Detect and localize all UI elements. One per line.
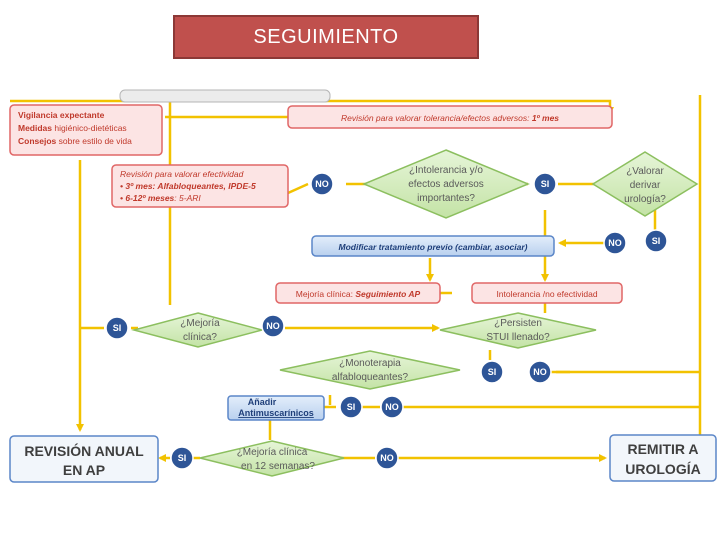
monoterapia-diamond: ¿Monoterapia alfabloqueantes?	[279, 350, 461, 390]
svg-text:SI: SI	[541, 179, 550, 189]
intolerancia-diamond: ¿Intolerancia y/o efectos adversos impor…	[362, 149, 530, 219]
svg-text:Medidas higiénico-dietéticas: Medidas higiénico-dietéticas	[18, 123, 127, 133]
svg-text:SI: SI	[652, 236, 661, 246]
anadir-line2: Antimuscarínicos	[238, 408, 314, 418]
slide-title: SEGUIMIENTO	[173, 15, 479, 59]
answer-si-4: SI	[480, 360, 504, 384]
modificar-tratamiento-box: Modificar tratamiento previo (cambiar, a…	[311, 235, 555, 257]
intolerancia-line3: importantes?	[417, 193, 475, 204]
remitir-line1: REMITIR A	[627, 441, 698, 457]
persisten-diamond: ¿Persisten STUI llenado?	[439, 312, 597, 349]
answer-si-6: SI	[170, 446, 194, 470]
mejoria-line1: ¿Mejoría	[180, 318, 220, 329]
revision-bullet-2-rest: : 5-ARI	[174, 193, 201, 203]
medidas-label: Medidas	[18, 123, 52, 133]
persisten-line1: ¿Persisten	[494, 318, 542, 329]
mejoria-seguimiento-text: Mejoría clínica:	[296, 289, 356, 299]
persisten-line2: STUI llenado?	[486, 332, 550, 343]
answer-no-4: NO	[528, 360, 552, 384]
svg-text:NO: NO	[385, 402, 399, 412]
monoterapia-line1: ¿Monoterapia	[339, 358, 401, 369]
mejoria-12-line1: ¿Mejoría clínica	[237, 447, 308, 458]
valorar-line1: ¿Valorar	[626, 166, 664, 177]
revision-efectividad-box: Revisión para valorar efectividad • 3º m…	[111, 164, 289, 208]
vigilancia-line1: Vigilancia expectante	[18, 110, 105, 120]
monoterapia-line2: alfabloqueantes?	[332, 372, 409, 383]
answer-no-1: NO	[310, 172, 334, 196]
revision-tolerancia-bold: 1º mes	[532, 113, 559, 123]
revision-efectividad-title: Revisión para valorar efectividad	[120, 169, 244, 179]
revision-bullet-1: 3º mes: Alfabloqueantes, IPDE-5	[125, 181, 256, 191]
valorar-derivar-diamond: ¿Valorar derivar urología?	[591, 151, 699, 217]
revision-tolerancia-text: Revisión para valorar tolerancia/efectos…	[341, 113, 532, 123]
svg-text:• 3º mes: Alfabloqueantes, IPD: • 3º mes: Alfabloqueantes, IPDE-5	[120, 181, 256, 191]
svg-text:SI: SI	[488, 367, 497, 377]
intolerancia-no-efectividad-box: Intolerancia /no efectividad	[471, 282, 623, 304]
svg-text:NO: NO	[608, 238, 622, 248]
mejoria-seguimiento-bold: Seguimiento AP	[355, 289, 420, 299]
revision-anual-line2: EN AP	[63, 462, 105, 478]
mejoria-12-line2: en 12 semanas?	[241, 461, 315, 472]
svg-text:Mejoría clínica: Seguimiento A: Mejoría clínica: Seguimiento AP	[296, 289, 421, 299]
svg-text:Consejos sobre estilo de vida: Consejos sobre estilo de vida	[18, 136, 132, 146]
mejoria-diamond: ¿Mejoría clínica?	[131, 312, 265, 348]
answer-si-3: SI	[105, 316, 129, 340]
svg-text:Revisión para valorar toleranc: Revisión para valorar tolerancia/efectos…	[341, 113, 559, 123]
mejoria-12-diamond: ¿Mejoría clínica en 12 semanas?	[199, 440, 345, 477]
answer-no-6: NO	[375, 446, 399, 470]
answer-no-3: NO	[261, 314, 285, 338]
svg-text:NO: NO	[533, 367, 547, 377]
remitir-box: REMITIR A UROLOGÍA	[609, 434, 717, 482]
vigilancia-box: Vigilancia expectante Medidas higiénico-…	[9, 104, 163, 156]
svg-text:SI: SI	[178, 453, 187, 463]
anadir-line1: Añadir	[248, 397, 277, 407]
answer-si-2: SI	[644, 229, 668, 253]
valorar-line2: derivar	[630, 180, 661, 191]
answer-no-2: NO	[603, 231, 627, 255]
revision-bullet-2: 6-12º meses	[125, 193, 174, 203]
mejoria-line2: clínica?	[183, 332, 217, 343]
modificar-text: Modificar tratamiento previo (cambiar, a…	[339, 242, 528, 252]
medidas-rest: higiénico-dietéticas	[52, 123, 127, 133]
svg-text:NO: NO	[315, 179, 329, 189]
consejos-label: Consejos	[18, 136, 57, 146]
intolerancia-no-efectividad-text: Intolerancia /no efectividad	[496, 289, 597, 299]
svg-text:NO: NO	[266, 321, 280, 331]
anadir-box: Añadir Antimuscarínicos	[227, 395, 325, 421]
answer-si-1: SI	[533, 172, 557, 196]
svg-text:SI: SI	[113, 323, 122, 333]
valorar-line3: urología?	[624, 194, 666, 205]
svg-text:SI: SI	[347, 402, 356, 412]
answer-si-5: SI	[339, 395, 363, 419]
answer-no-5: NO	[380, 395, 404, 419]
revision-anual-line1: REVISIÓN ANUAL	[24, 442, 144, 459]
revision-anual-box: REVISIÓN ANUAL EN AP	[9, 435, 159, 483]
intolerancia-line2: efectos adversos	[408, 179, 484, 190]
svg-text:• 6-12º meses: 5-ARI: • 6-12º meses: 5-ARI	[120, 193, 201, 203]
consejos-rest: sobre estilo de vida	[56, 136, 132, 146]
remitir-line2: UROLOGÍA	[625, 461, 700, 477]
revision-tolerancia-box: Revisión para valorar tolerancia/efectos…	[287, 105, 613, 129]
mejoria-seguimiento-box: Mejoría clínica: Seguimiento AP	[275, 282, 441, 304]
intolerancia-line1: ¿Intolerancia y/o	[409, 165, 483, 176]
svg-text:NO: NO	[380, 453, 394, 463]
partial-top-box	[119, 89, 331, 103]
